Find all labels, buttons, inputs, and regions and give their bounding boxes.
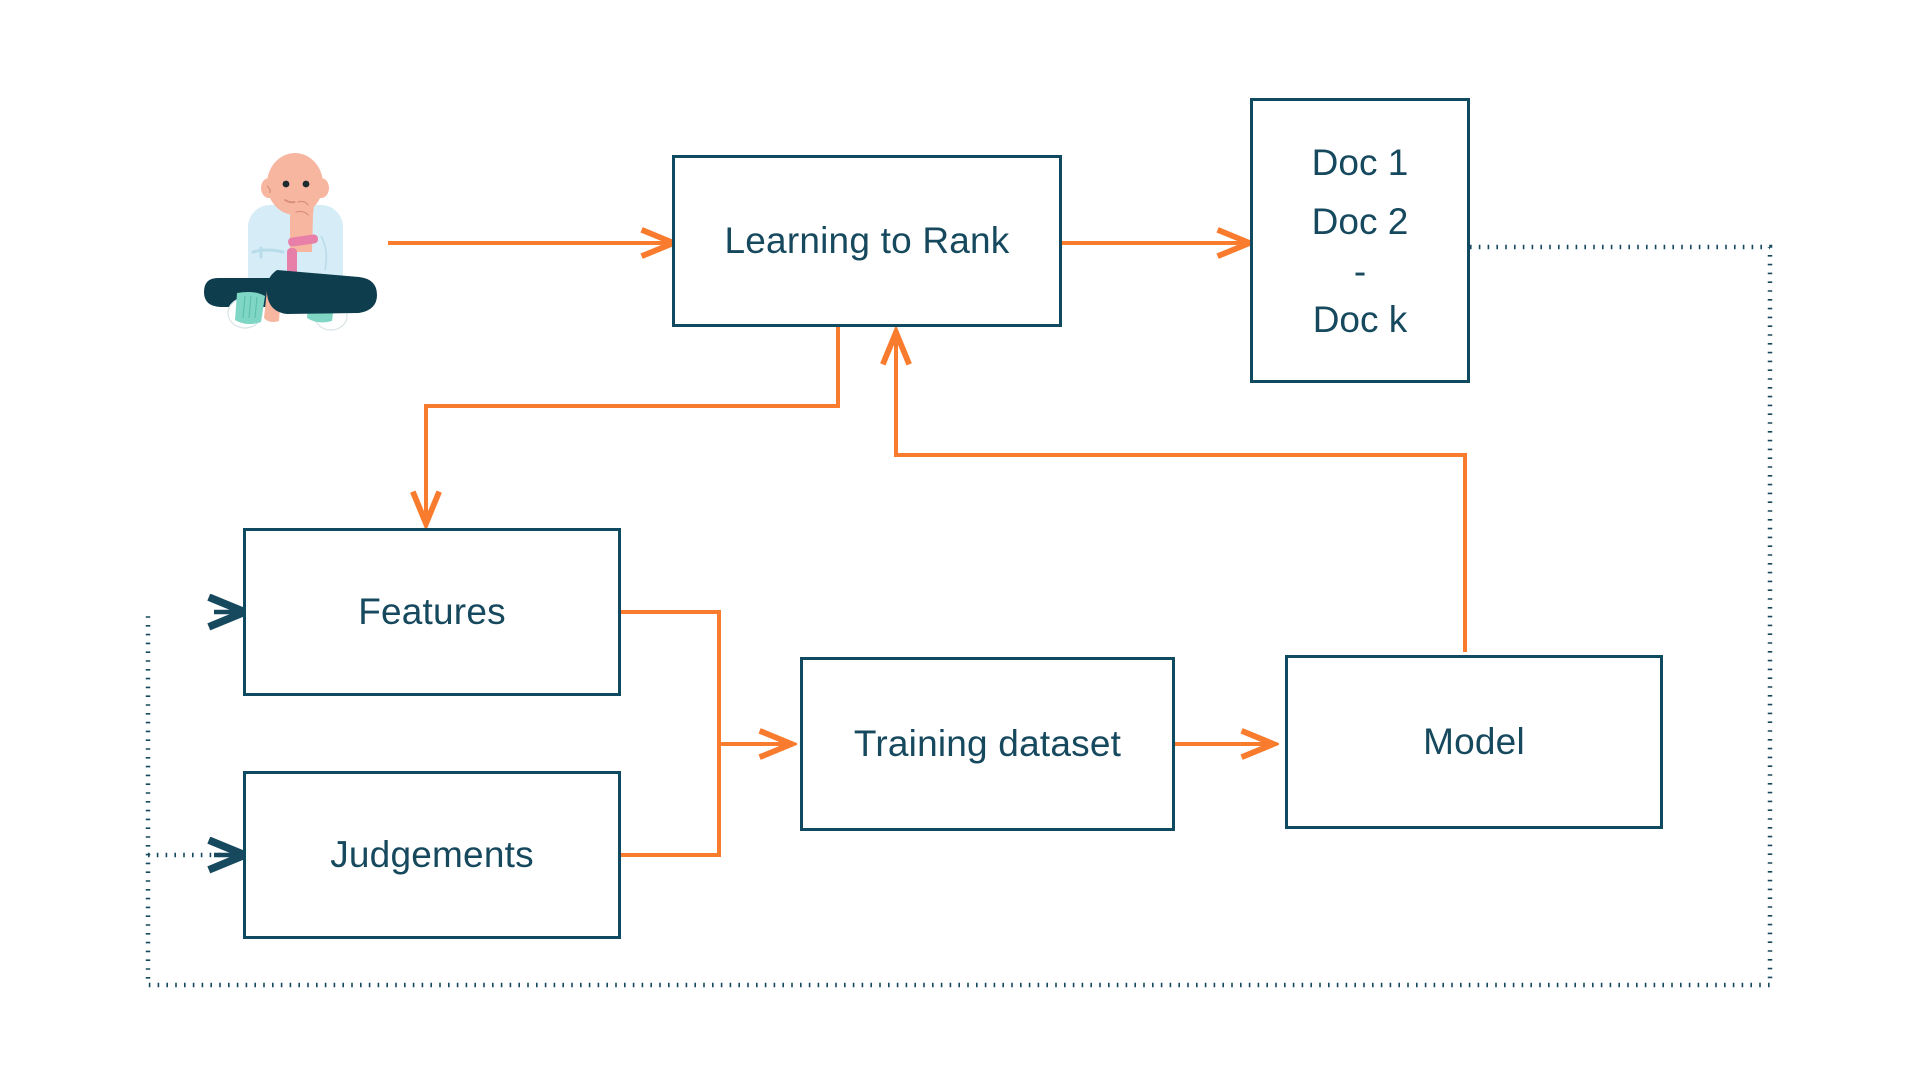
- illustration-eye-left: [282, 180, 290, 188]
- node-judgements[interactable]: Judgements: [243, 771, 621, 939]
- edge-features-to-trunk: [620, 610, 721, 744]
- doc-line-k: Doc k: [1312, 298, 1408, 340]
- node-learning-to-rank[interactable]: Learning to Rank: [672, 155, 1062, 327]
- illustration-resting-arm: [251, 248, 285, 254]
- node-training-dataset-label: Training dataset: [853, 722, 1122, 764]
- doc-line-2: Doc 2: [1311, 200, 1409, 242]
- node-doc-list[interactable]: Doc 1 Doc 2 - Doc k: [1250, 98, 1470, 383]
- illustration-ear-right: [313, 178, 329, 198]
- node-judgements-label: Judgements: [330, 833, 534, 875]
- edge-ltr-to-features: [426, 327, 840, 522]
- illustration-eye-right: [302, 180, 310, 188]
- node-model-label: Model: [1423, 720, 1525, 762]
- node-features[interactable]: Features: [243, 528, 621, 696]
- doc-line-1: Doc 1: [1311, 141, 1409, 183]
- thinking-user-illustration: [204, 153, 377, 331]
- node-learning-to-rank-label: Learning to Rank: [724, 219, 1010, 261]
- illustration-shoe-left: [227, 292, 265, 329]
- node-features-label: Features: [358, 590, 506, 632]
- illustration-leg-front: [266, 270, 377, 314]
- illustration-sleeve-band-upper: [288, 234, 319, 247]
- doc-line-ellipsis: -: [1353, 250, 1367, 292]
- node-model[interactable]: Model: [1285, 655, 1663, 829]
- edge-model-to-ltr: [896, 334, 1467, 652]
- edge-judgements-to-trunk: [620, 744, 721, 857]
- node-training-dataset[interactable]: Training dataset: [800, 657, 1175, 831]
